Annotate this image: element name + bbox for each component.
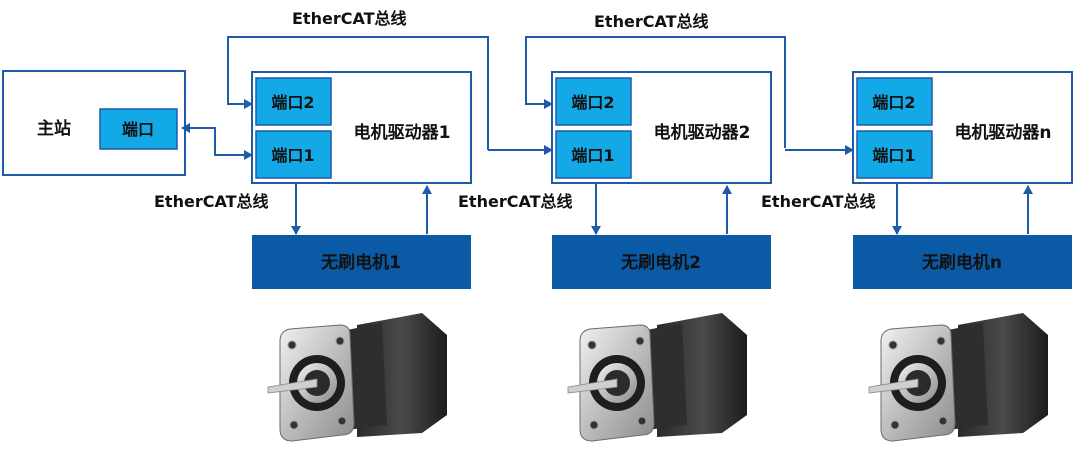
driver-port1 [255, 130, 332, 179]
driver-port2-label: 端口2 [271, 93, 314, 112]
driver-port1-label: 端口1 [571, 146, 614, 165]
bus-label-bottom-2: EtherCAT总线 [458, 192, 573, 211]
motor-bar [552, 235, 771, 289]
driver-label: 电机驱动器2 [654, 122, 751, 143]
drivers-layer: 端口2 端口1 电机驱动器1 无刷电机1 端口2 端口1 电机驱动器2 无刷电机2 端口2 端口1… [251, 71, 1073, 442]
motor-label: 无刷电机1 [320, 252, 401, 273]
driver-port1 [555, 130, 632, 179]
driver-port2 [555, 77, 632, 126]
motor-image [267, 313, 447, 442]
master-port [99, 108, 178, 150]
driver-group-1: 端口2 端口1 电机驱动器1 无刷电机1 [251, 71, 472, 442]
bus-line-master-driver1 [181, 123, 253, 160]
bus-loop-driver2 [525, 36, 786, 148]
driver-group-3: 端口2 端口1 电机驱动器n 无刷电机n [852, 71, 1073, 442]
master-station: 主站 端口 [2, 70, 186, 176]
driver-port2-label: 端口2 [571, 93, 614, 112]
driver-port1-label: 端口1 [872, 146, 915, 165]
driver-port2-label: 端口2 [872, 93, 915, 112]
bus-label-top-1: EtherCAT总线 [292, 9, 407, 28]
bus-label-bottom-3: EtherCAT总线 [761, 192, 876, 211]
master-label: 主站 [37, 118, 71, 139]
driver-group-2: 端口2 端口1 电机驱动器2 无刷电机2 [551, 71, 772, 442]
motor-image [567, 313, 747, 442]
master-port-label: 端口 [122, 120, 154, 139]
driver-port2 [255, 77, 332, 126]
motor-image [868, 313, 1048, 442]
driver-label: 电机驱动器n [954, 122, 1051, 143]
driver-port1 [856, 130, 933, 179]
bus-label-bottom-1: EtherCAT总线 [154, 192, 269, 211]
motor-label: 无刷电机n [921, 252, 1002, 273]
bus-label-top-2: EtherCAT总线 [594, 12, 709, 31]
motor-bar [853, 235, 1072, 289]
bus-lines [181, 36, 854, 160]
driver-port2 [856, 77, 933, 126]
motor-label: 无刷电机2 [620, 252, 701, 273]
driver-label: 电机驱动器1 [354, 122, 451, 143]
bus-loop-driver1 [227, 36, 489, 150]
motor-bar [252, 235, 471, 289]
driver-port1-label: 端口1 [271, 146, 314, 165]
